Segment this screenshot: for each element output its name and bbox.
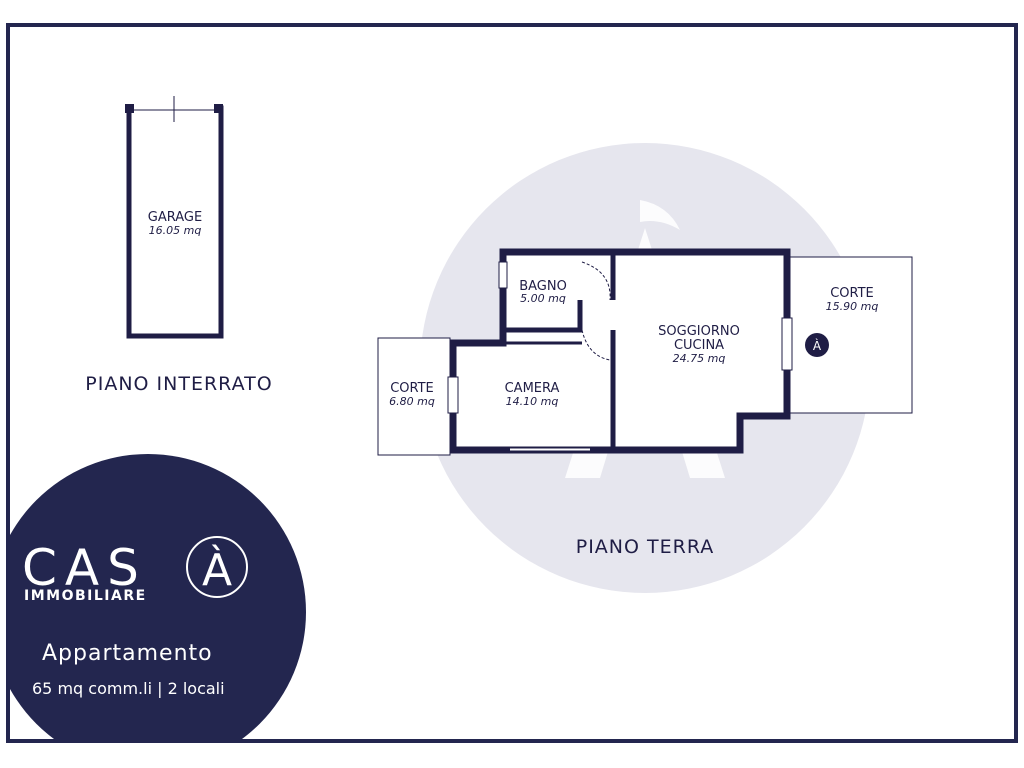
soggiorno-area: 24.75 mq	[673, 352, 726, 365]
ground-level-label: PIANO TERRA	[576, 536, 715, 558]
cucina-label: CUCINA	[674, 338, 724, 353]
brand-panel: CAS À IMMOBILIARE Appartamento 65 mq com…	[10, 454, 306, 739]
logo-subtitle: IMMOBILIARE	[24, 588, 147, 604]
garage-room: GARAGE 16.05 mq	[125, 96, 224, 339]
bagno-area: 5.00 mq	[520, 292, 566, 305]
corte-east-area: 15.90 mq	[826, 300, 879, 313]
camera-area: 14.10 mq	[506, 395, 559, 408]
bagno-label: BAGNO	[519, 279, 567, 294]
corte-west-area	[377, 337, 451, 456]
corte-west-area: 6.80 mq	[389, 395, 435, 408]
soggiorno-label: SOGGIORNO	[658, 324, 740, 339]
garage-area: 16.05 mq	[149, 224, 202, 237]
page-frame	[6, 23, 1018, 743]
door-camera	[581, 329, 611, 361]
basement-level-label: PIANO INTERRATO	[85, 373, 272, 395]
watermark-accent	[640, 200, 680, 230]
listing-details: 65 mq comm.li | 2 locali	[32, 679, 225, 698]
window-camera	[447, 376, 459, 414]
window-bagno	[498, 261, 508, 289]
logo-cas: CAS	[22, 539, 147, 597]
listing-title: Appartamento	[42, 641, 213, 666]
garage-label: GARAGE	[148, 210, 202, 225]
ground-floor-plan: BAGNO 5.00 mq SOGGIORNO CUCINA 24.75 mq …	[377, 248, 913, 456]
corte-west-label: CORTE	[390, 381, 434, 396]
camera-label: CAMERA	[505, 381, 560, 396]
window-living	[781, 317, 793, 371]
compass-marker-label: À	[813, 338, 822, 353]
corte-east-label: CORTE	[830, 286, 874, 301]
door-bagno	[581, 261, 611, 301]
compass-marker-icon	[805, 333, 829, 357]
logo-a-ring	[186, 536, 248, 598]
corte-east-area	[789, 256, 913, 414]
logo-a-letter: À	[202, 543, 232, 596]
